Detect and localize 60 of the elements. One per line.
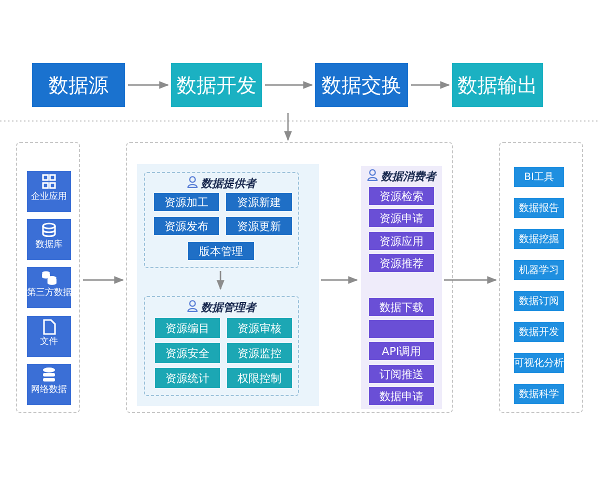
arrow [411,81,450,89]
arrow [216,271,224,290]
panel-frame [499,142,583,413]
output-box: 数据挖掘 [514,229,564,249]
role-title: 数据消费者 [381,170,436,183]
function-box: API调用 [369,342,434,360]
function-box: 数据申请 [369,387,434,405]
tile-label: 网络数据 [30,384,68,396]
arrow [265,81,313,89]
function-box: 资源更新 [226,217,292,235]
function-box: 资源加工 [154,193,219,211]
stage-box: 数据交换 [315,63,408,107]
function-box: 资源检索 [369,187,434,205]
panel-frame [16,142,80,413]
panel-frame [126,142,453,413]
role-panel [361,166,442,409]
source-tile [27,171,71,212]
source-tile [27,364,71,405]
output-box: 数据科学 [514,384,564,404]
role-group [144,172,299,268]
source-tile [27,316,71,357]
output-box: 数据报告 [514,198,564,218]
function-box: 数据下载 [369,298,434,316]
output-box: 数据开发 [514,322,564,342]
stage-box: 数据输出 [452,63,543,107]
function-box: 资源统计 [155,368,220,388]
stage-box: 数据源 [32,63,125,107]
tile-label: 文件 [39,336,59,348]
function-box: 资源安全 [155,343,220,363]
stage-box: 数据开发 [171,63,262,107]
function-box: 版本管理 [188,242,254,260]
function-box: 资源审核 [227,318,292,338]
tile-label: 数据库 [34,239,64,251]
arrow [284,113,292,141]
function-box: 资源编目 [155,318,220,338]
output-box: 数据订阅 [514,291,564,311]
function-box: 资源发布 [154,217,219,235]
function-box: 资源申请 [369,209,434,227]
tile-label: 企业应用 [30,191,68,203]
tile-label: 第三方数据 [27,287,71,299]
arrow [128,81,169,89]
function-box: 资源新建 [226,193,292,211]
arrow [83,276,124,284]
output-box: 可视化分析 [514,353,564,373]
arrow [444,276,497,284]
arrow [321,276,358,284]
role-title: 数据提供者 [201,177,256,190]
role-title: 数据管理者 [201,301,256,314]
role-group [144,296,299,396]
function-box: 资源应用 [369,232,434,250]
function-box: 权限控制 [227,368,292,388]
function-box: 资源监控 [227,343,292,363]
function-box [369,320,434,338]
band-background [137,164,319,406]
function-box: 资源推荐 [369,254,434,272]
source-tile [27,267,71,308]
source-tile [27,219,71,260]
output-box: BI工具 [514,167,564,187]
function-box: 订阅推送 [369,365,434,383]
output-box: 机器学习 [514,260,564,280]
